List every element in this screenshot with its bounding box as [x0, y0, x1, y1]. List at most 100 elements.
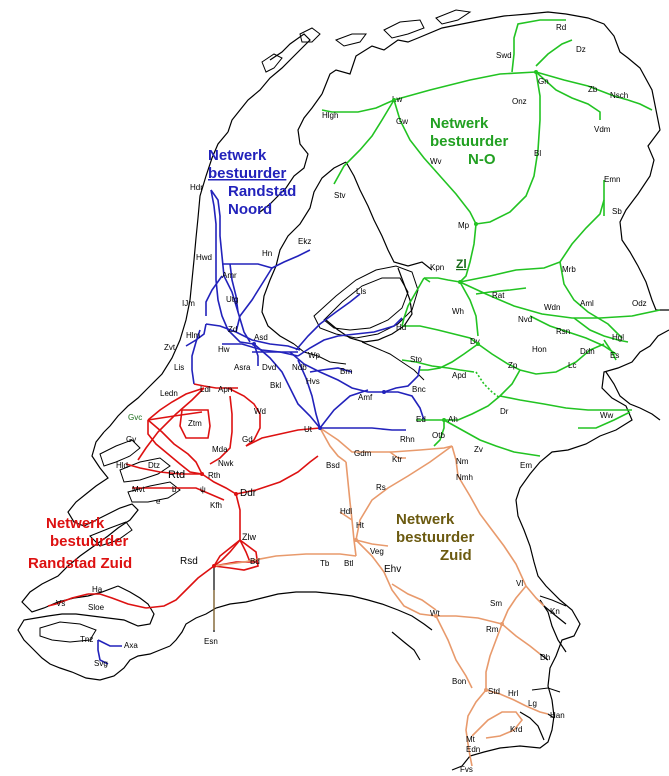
line-kpn-hd: [401, 277, 425, 327]
line-hd-dv: [402, 325, 479, 345]
station-ut: Ut: [304, 425, 313, 434]
station-ijm: IJm: [182, 299, 195, 308]
region-rn-line1: Netwerk: [208, 147, 267, 164]
station-amf: Amf: [358, 393, 373, 402]
line-wdn-hgl: [529, 315, 617, 355]
line-zl-wh-dv: [459, 281, 479, 337]
line-ddr-bsd: [235, 455, 319, 495]
line-ah-otb: [433, 420, 445, 447]
line-gdm-ht-btl: [345, 461, 357, 557]
station-zb: Zb: [588, 85, 598, 94]
line-amf-bnc: [383, 365, 421, 393]
station-hd: Hd: [396, 323, 406, 332]
line-nm-rs-ht: [355, 445, 453, 541]
station-hdl: Hdl: [340, 507, 352, 516]
station-gw: Gw: [396, 117, 408, 126]
line-gn-onz-zb: [535, 71, 601, 120]
station-han: Han: [550, 711, 565, 720]
station-sloe: Sloe: [88, 603, 105, 612]
station-swd: Swd: [496, 51, 512, 60]
region-no-line3: N-O: [468, 151, 496, 168]
station-hon: Hon: [532, 345, 547, 354]
station-krd: Krd: [510, 725, 522, 734]
station-std: Std: [488, 687, 500, 696]
station-nm: Nm: [456, 457, 469, 466]
station-wt: Wt: [430, 609, 441, 618]
station-ddn: Ddn: [580, 347, 595, 356]
station-rtd: Rtd: [168, 469, 185, 481]
line-dv-zp: [477, 343, 605, 375]
station-bl: Bl: [534, 149, 541, 158]
network-zuid: [213, 427, 549, 767]
station-hrl: Hrl: [508, 689, 518, 698]
station-rs: Rs: [376, 483, 386, 492]
station-rsn: Rsn: [556, 327, 570, 336]
station-dz: Dz: [576, 45, 586, 54]
region-no-line1: Netwerk: [430, 115, 489, 132]
line-ehv-wt: [391, 583, 437, 611]
station-hn: Hn: [262, 249, 272, 258]
line-dv-apd: [420, 343, 479, 371]
station-lls: Lls: [356, 287, 366, 296]
line-zl-kpn: [424, 277, 461, 283]
station-ldl: Ldl: [200, 385, 211, 394]
line-gn-dz: [535, 39, 573, 67]
line-ztm-box: [179, 409, 211, 439]
region-rn-line4: Noord: [228, 201, 272, 218]
station-ehv: Ehv: [384, 564, 401, 575]
station-gn: Gn: [538, 77, 549, 86]
station-bnc: Bnc: [412, 385, 426, 394]
station-vl: Vl: [516, 579, 523, 588]
station-b: b: [172, 485, 177, 494]
line-rtd-dtz-hld: [125, 463, 202, 475]
region-z-line2: bestuurder: [396, 529, 475, 546]
line-lw-gn: [393, 71, 537, 101]
line-gn-nsch: [535, 71, 629, 101]
line-std-krd-lg: [485, 689, 527, 707]
station-bon: Bon: [452, 677, 466, 686]
station-emn: Emn: [604, 175, 620, 184]
station-labels: Rd Swd Dz Gn Nsch Onz Zb Vdm Lw Hlgh Gw …: [56, 23, 647, 774]
network-randstad-noord: [97, 189, 425, 665]
line-wt-rm: [436, 615, 503, 625]
station-apn: Apn: [218, 385, 232, 394]
station-mt: Mt: [466, 735, 476, 744]
station-mvt: Mvt: [132, 485, 146, 494]
line-asd-ut: [253, 343, 321, 429]
line-aml-hgl: [573, 317, 629, 343]
region-rz-line1: Netwerk: [46, 515, 105, 532]
station-nsch: Nsch: [610, 91, 628, 100]
station-lc: Lc: [568, 361, 576, 370]
station-hlgh: Hlgh: [322, 111, 338, 120]
line-hvs-amf: [309, 367, 353, 373]
line-gn-rd: [511, 19, 566, 73]
station-ktr: Ktr: [392, 455, 403, 464]
station-lis: Lis: [174, 363, 184, 372]
region-rz-line3: Randstad Zuid: [28, 555, 132, 572]
station-axa: Axa: [124, 641, 138, 650]
line-amf-ed: [384, 391, 425, 421]
line-gd-ut: [245, 427, 321, 447]
line-edn-fvs: [467, 743, 473, 767]
station-tnz: Tnz: [80, 635, 93, 644]
station-psi: ψ: [200, 485, 206, 494]
station-bsd: Bsd: [326, 461, 340, 470]
station-bkl: Bkl: [270, 381, 281, 390]
station-ed: Ed: [416, 415, 426, 424]
station-tb: Tb: [320, 559, 330, 568]
station-gd: Gd: [242, 435, 253, 444]
line-hlm-lis: [191, 329, 201, 385]
line-ndb-ut: [297, 359, 321, 429]
station-vdm: Vdm: [594, 125, 611, 134]
station-zlw: Zlw: [242, 532, 256, 542]
station-sto: Sto: [410, 355, 423, 364]
station-lw: Lw: [392, 95, 402, 104]
station-e: e: [156, 497, 161, 506]
station-edn: Edn: [466, 745, 480, 754]
line-asd-utg: [229, 263, 239, 313]
station-esn: Esn: [204, 637, 218, 646]
station-ztm: Ztm: [188, 419, 202, 428]
station-vs: Vs: [56, 599, 65, 608]
station-wh: Wh: [452, 307, 464, 316]
